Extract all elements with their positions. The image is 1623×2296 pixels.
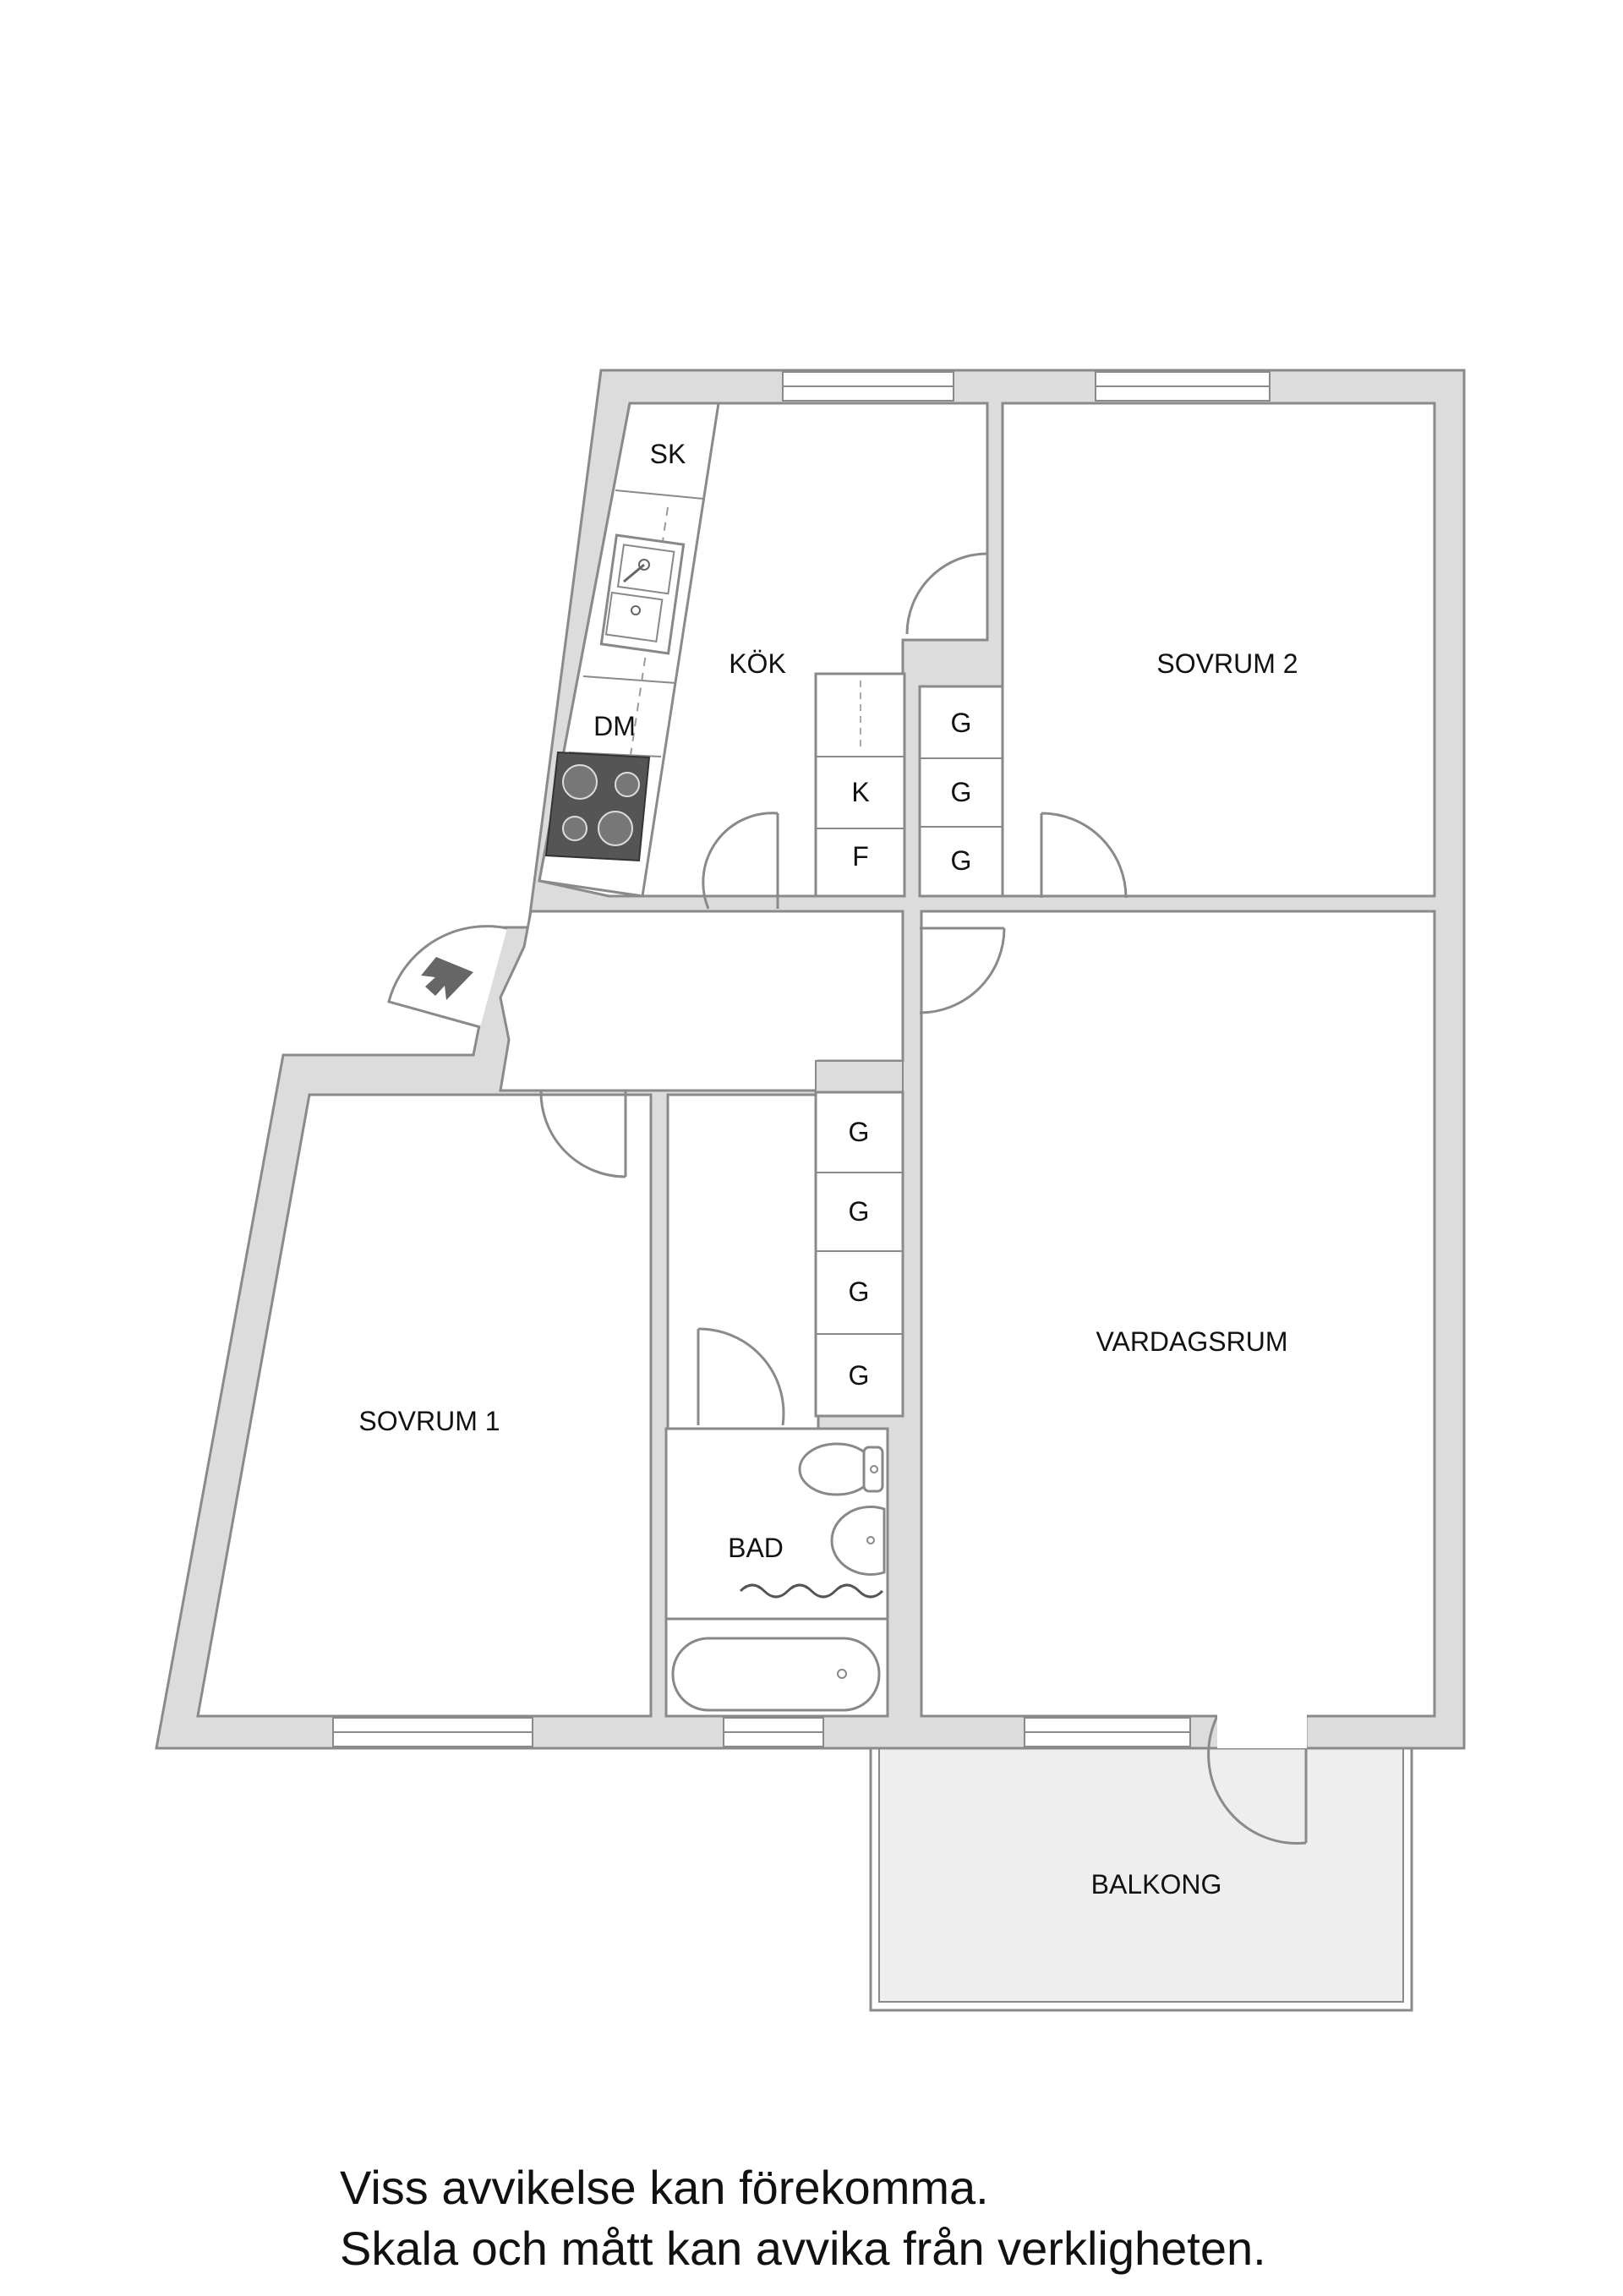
pantry-label: SK (650, 439, 686, 469)
door-living-balcony (1207, 1714, 1308, 1845)
wardrobe-label: G (951, 845, 972, 876)
door-hall-kitchen (702, 812, 779, 910)
entrance-arrow-icon (421, 957, 473, 1000)
bedroom1-floor (196, 1093, 653, 1718)
freezer-label: F (852, 841, 869, 872)
stove-icon (544, 751, 651, 862)
fridge-freezer (814, 672, 906, 898)
wardrobe-label: G (951, 708, 972, 738)
hall-floor (499, 910, 904, 1092)
door-hall-bedroom2 (1040, 812, 1128, 899)
door-corridor-bathroom (697, 1327, 785, 1426)
window (1024, 1717, 1191, 1747)
window (1095, 371, 1271, 402)
shower-curtain-icon (739, 1583, 884, 1599)
dishwasher-label: DM (593, 711, 636, 741)
room-label-bathroom: BAD (728, 1533, 784, 1563)
window (723, 1717, 824, 1747)
washbasin-icon (830, 1506, 886, 1576)
wardrobe-label: G (849, 1276, 870, 1307)
room-label-bedroom1: SOVRUM 1 (358, 1406, 500, 1436)
door-hall-bedroom1 (539, 1090, 627, 1178)
balcony (869, 1738, 1413, 2012)
fridge-label: K (851, 777, 869, 807)
disclaimer-line-2: Skala och mått kan avvika från verklighe… (340, 2222, 1266, 2275)
door-kitchen-bedroom2 (905, 552, 989, 640)
disclaimer: Viss avvikelse kan förekomma. Skala och … (340, 2157, 1439, 2279)
wardrobe-label: G (849, 1117, 870, 1147)
room-label-balcony: BALKONG (1091, 1869, 1222, 1900)
wardrobe-label: G (849, 1360, 870, 1391)
corridor-floor (666, 1093, 820, 1430)
door-hall-living (919, 927, 1006, 1014)
window (782, 371, 954, 402)
kitchen-counter (538, 402, 720, 898)
room-label-living: VARDAGSRUM (1096, 1326, 1288, 1357)
room-label-bedroom2: SOVRUM 2 (1156, 648, 1298, 679)
window (332, 1717, 533, 1747)
wardrobes-upper (918, 685, 1004, 898)
sink-icon (599, 533, 686, 655)
wardrobe-label: G (951, 777, 972, 807)
toilet-icon (798, 1442, 884, 1496)
disclaimer-line-1: Viss avvikelse kan förekomma. (340, 2161, 989, 2214)
living-floor (920, 910, 1436, 1718)
bathtub-icon (664, 1617, 889, 1718)
room-label-kitchen: KÖK (729, 648, 786, 679)
wardrobe-label: G (849, 1196, 870, 1227)
wardrobes-lower (814, 1060, 904, 1418)
